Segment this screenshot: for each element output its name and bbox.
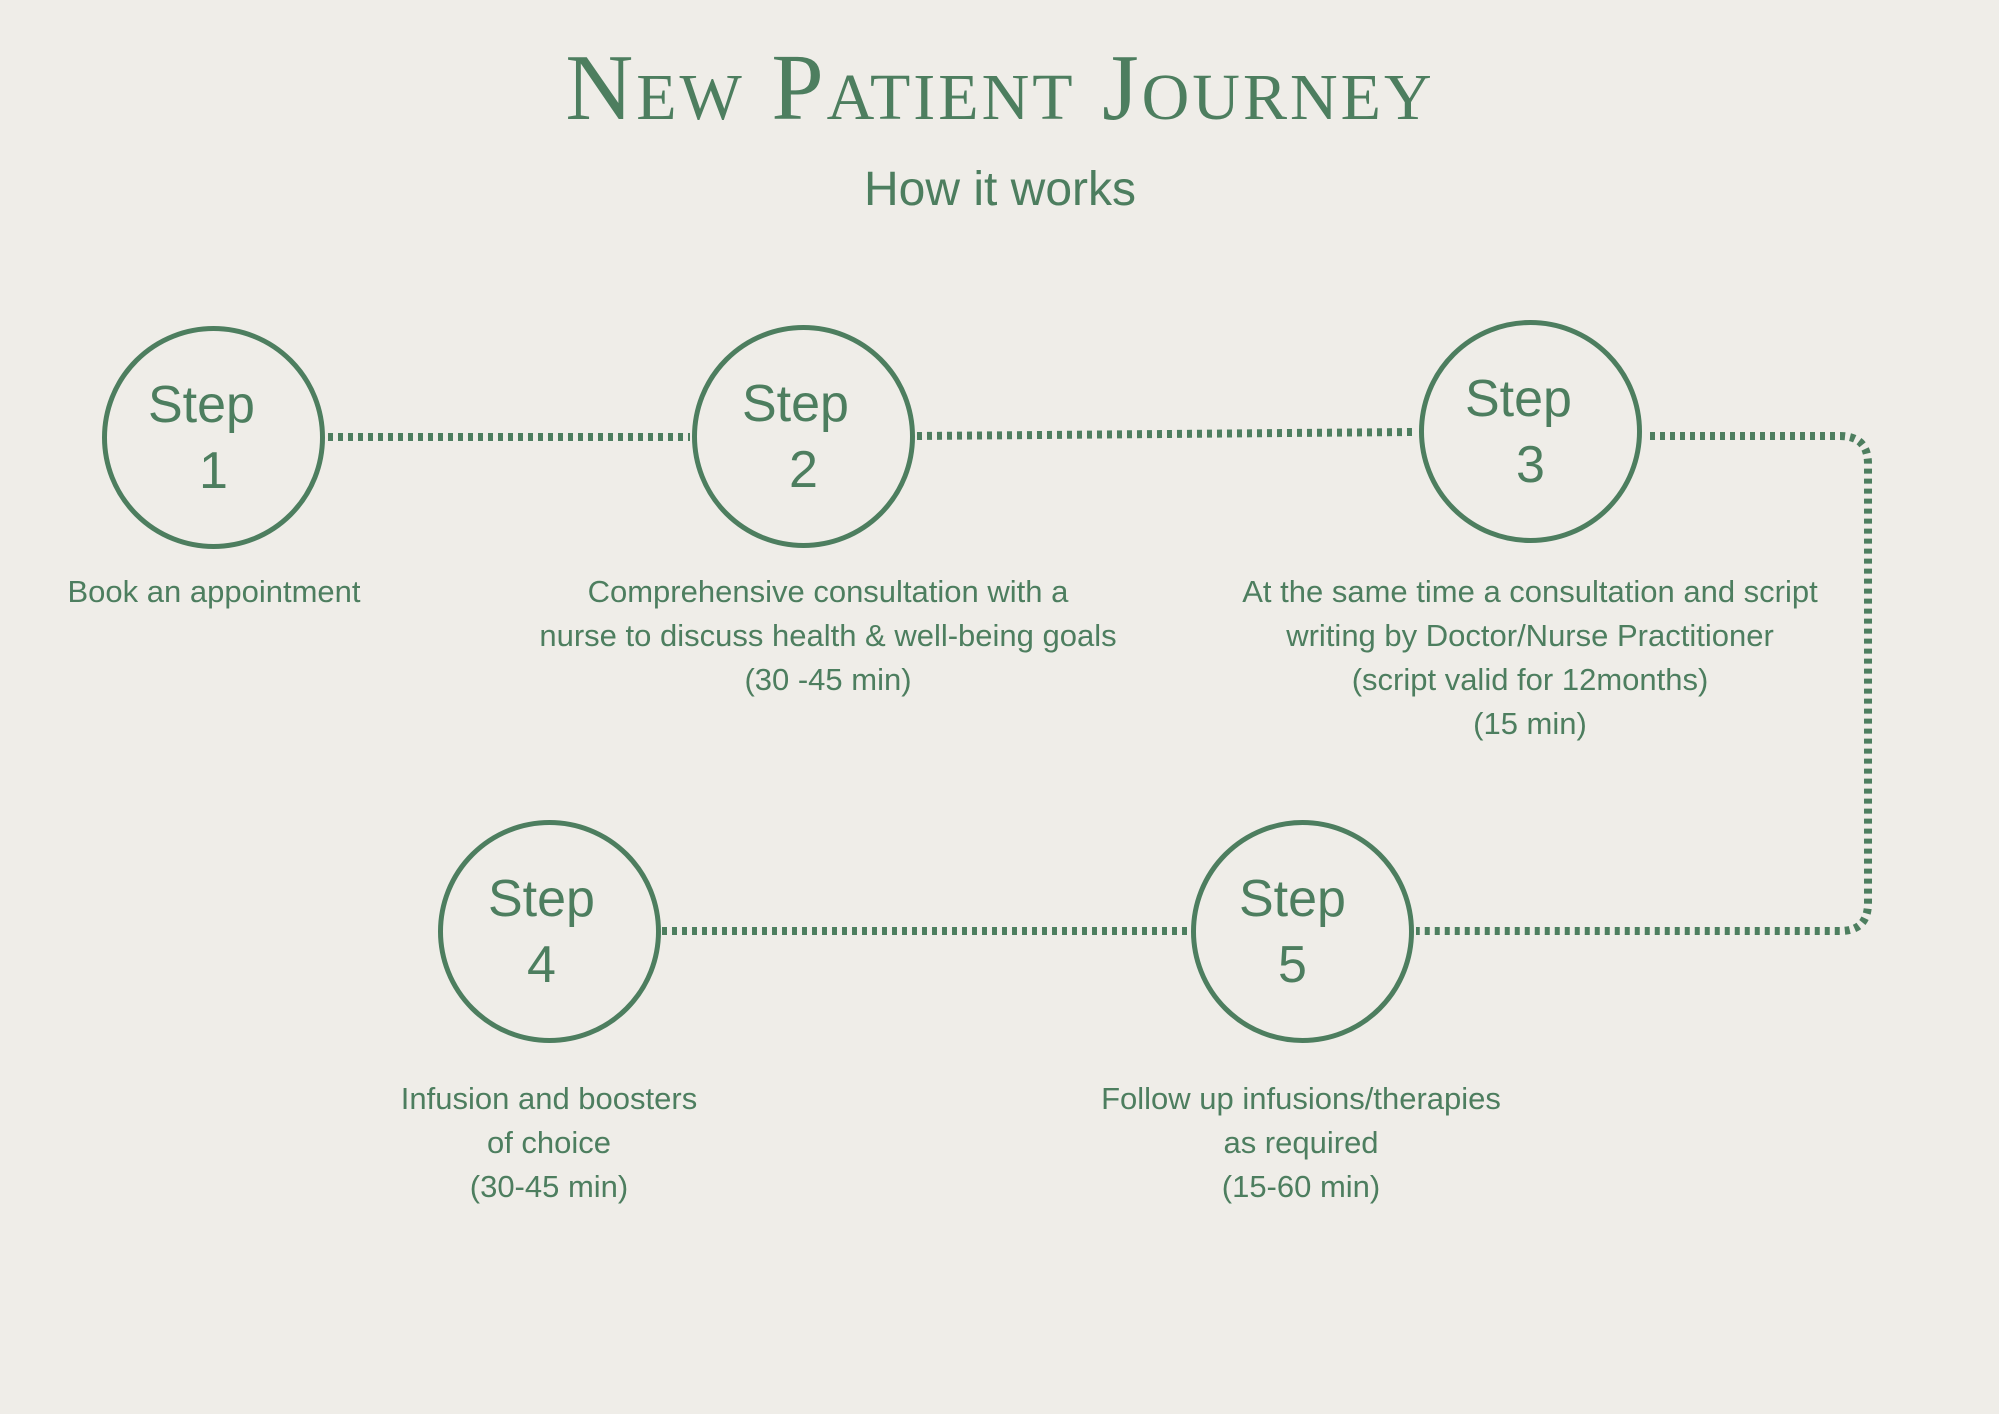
step-3-label: Step	[1465, 370, 1572, 428]
page-title: New Patient Journey	[565, 36, 1435, 140]
step-2-label: Step	[742, 375, 849, 433]
step-3-description: At the same time a consultation and scri…	[1180, 570, 1880, 746]
step-4-label: Step	[488, 870, 595, 928]
step-5-description-line: Follow up infusions/therapies	[1101, 1081, 1501, 1116]
step-5-description: Follow up infusions/therapies as require…	[1001, 1077, 1601, 1209]
step-5-number: 5	[1278, 936, 1307, 994]
step-5-label: Step	[1239, 870, 1346, 928]
step-4-number: 4	[527, 936, 556, 994]
step-4-description-line: (30-45 min)	[469, 1169, 629, 1204]
step-4-description: Infusion and boosters of choice (30-45 m…	[349, 1077, 749, 1209]
step-3-description-line: (15 min)	[1473, 706, 1587, 741]
step-2-circle: Step 2	[692, 325, 915, 548]
step-1-description-line: Book an appointment	[67, 574, 361, 609]
step-1-label: Step	[148, 376, 255, 434]
connector-step3-step5	[1416, 432, 1872, 935]
step-1-number: 1	[199, 442, 228, 500]
step-3-description-line: writing by Doctor/Nurse Practitioner	[1286, 618, 1774, 653]
step-5-circle: Step 5	[1191, 820, 1414, 1043]
step-4-description-line: Infusion and boosters	[400, 1081, 698, 1116]
step-5-description-line: as required	[1223, 1125, 1379, 1160]
step-4-circle: Step 4	[438, 820, 661, 1043]
step-2-number: 2	[789, 441, 818, 499]
step-3-circle: Step 3	[1419, 320, 1642, 543]
step-2-description-line: nurse to discuss health & well-being goa…	[539, 618, 1117, 653]
connector-step2-step3	[916, 428, 1414, 440]
step-3-description-line: At the same time a consultation and scri…	[1242, 574, 1818, 609]
step-5-description-line: (15-60 min)	[1221, 1169, 1381, 1204]
step-1-description: Book an appointment	[14, 570, 414, 614]
page-subtitle: How it works	[863, 163, 1137, 216]
step-3-number: 3	[1516, 436, 1545, 494]
step-2-description-line: Comprehensive consultation with a	[587, 574, 1069, 609]
step-2-description-line: (30 -45 min)	[744, 662, 912, 697]
step-2-description: Comprehensive consultation with a nurse …	[478, 570, 1178, 702]
step-1-circle: Step 1	[102, 326, 325, 549]
step-4-description-line: of choice	[486, 1125, 612, 1160]
step-3-description-line: (script valid for 12months)	[1351, 662, 1709, 697]
